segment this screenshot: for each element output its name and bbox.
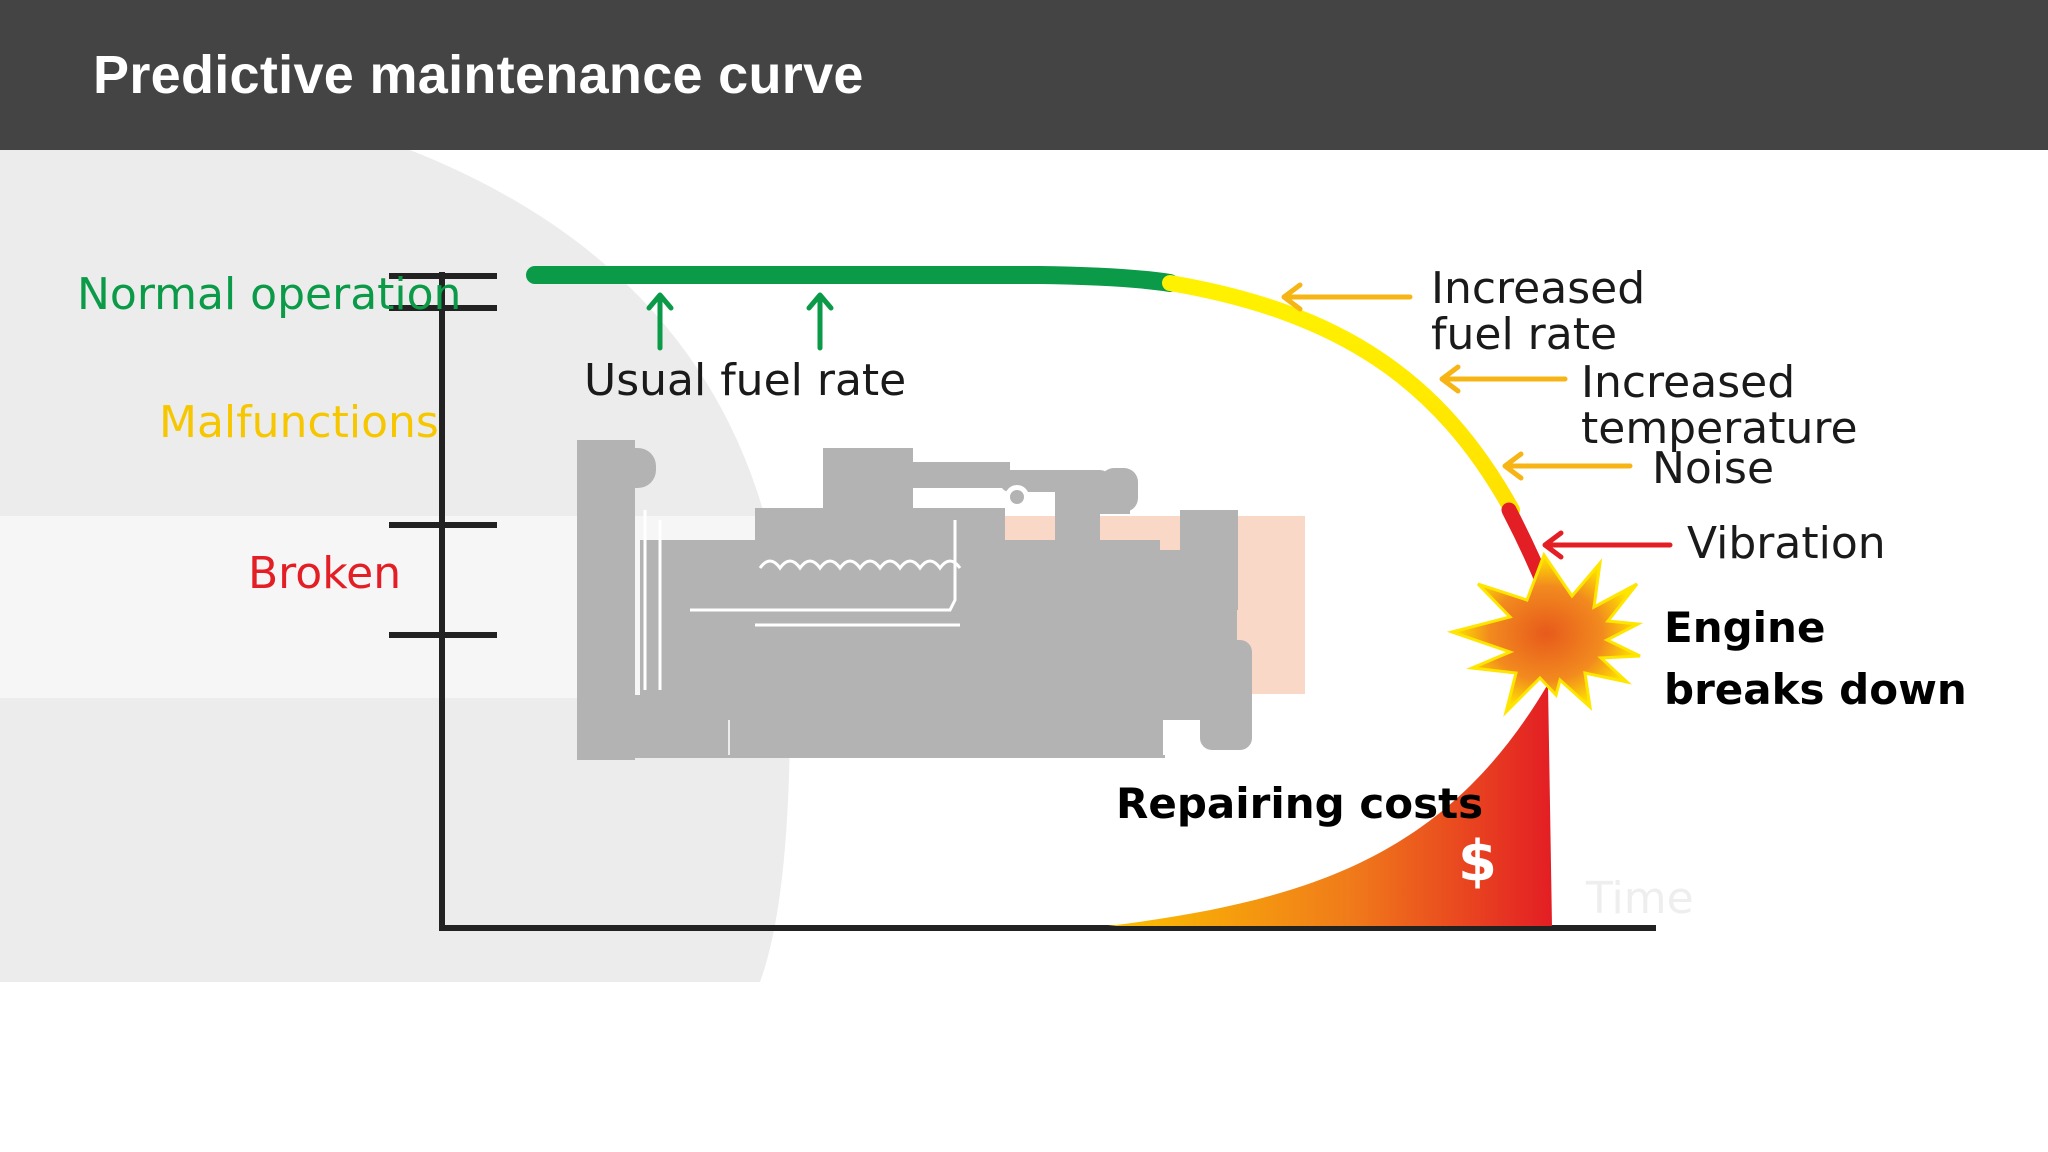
engine-silhouette-icon (577, 440, 1305, 760)
label-repairing-costs: Repairing costs (1116, 779, 1484, 828)
repairing-cost-area (1108, 684, 1552, 926)
up-arrow-icon (806, 292, 834, 351)
arrow-left-icon (1281, 282, 1413, 312)
explosion-starburst-icon (1446, 551, 1644, 717)
label-engine-breaks-down-1: Engine (1664, 603, 1826, 652)
symptom-arrows (1281, 282, 1673, 560)
label-increased-fuel-rate-2: fuel rate (1431, 309, 1618, 360)
label-time-axis: Time (1586, 873, 1694, 924)
label-noise: Noise (1652, 443, 1775, 494)
label-increased-temperature-2: temperature (1581, 403, 1858, 454)
up-arrow-icon (646, 292, 674, 351)
curve-malfunction-segment (1162, 275, 1520, 518)
usual-fuel-rate-arrows (646, 292, 834, 351)
curve-normal-segment (526, 266, 1179, 292)
arrow-left-icon (1502, 451, 1633, 481)
label-increased-temperature-1: Increased (1581, 357, 1796, 408)
page-title: Predictive maintenance curve (93, 45, 864, 105)
label-increased-fuel-rate-1: Increased (1431, 263, 1646, 314)
label-malfunctions: Malfunctions (159, 397, 439, 448)
label-engine-breaks-down-2: breaks down (1664, 665, 1967, 714)
label-broken: Broken (248, 548, 402, 599)
currency-symbol-icon: $ (1458, 829, 1497, 894)
label-usual-fuel-rate: Usual fuel rate (584, 355, 907, 406)
label-normal-operation: Normal operation (77, 269, 462, 320)
header-bar: Predictive maintenance curve (0, 0, 2048, 150)
arrow-left-icon (1439, 364, 1568, 394)
arrow-left-icon (1542, 530, 1673, 560)
chart-axes (389, 272, 1656, 931)
label-vibration: Vibration (1687, 518, 1886, 569)
